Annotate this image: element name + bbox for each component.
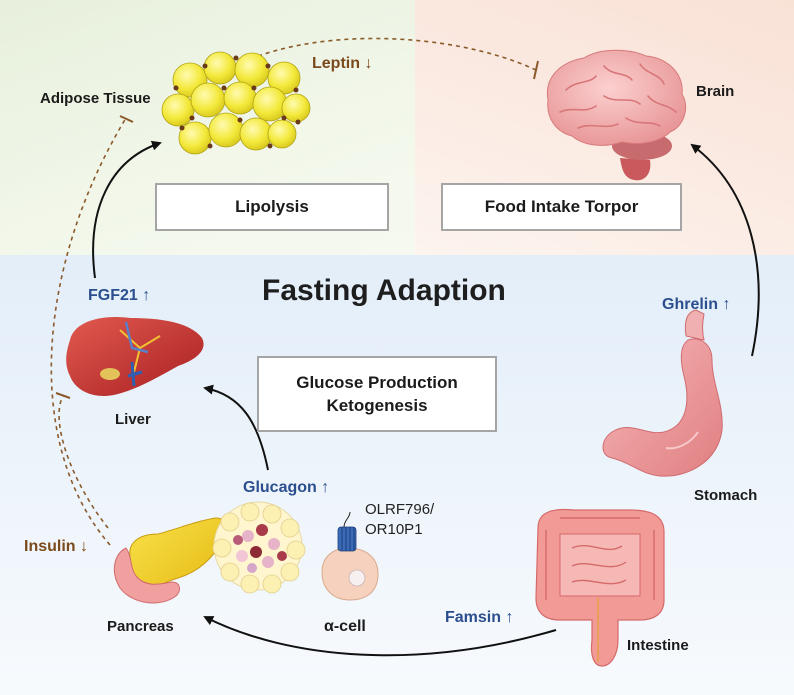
brain-label: Brain xyxy=(696,83,735,100)
receptor-line-2: OR10P1 xyxy=(365,521,423,538)
famsin-label: Famsin ↑ xyxy=(445,609,514,626)
liver-icon xyxy=(66,316,204,396)
fgf21-label: FGF21 ↑ xyxy=(88,287,151,304)
leptin-label: Leptin ↓ xyxy=(312,55,373,72)
food-intake-torpor-text: Food Intake Torpor xyxy=(484,197,639,216)
stomach-label: Stomach xyxy=(694,487,758,504)
alpha-cell-icon xyxy=(321,547,379,601)
glucose-production-box: Glucose Production Ketogenesis xyxy=(257,356,497,432)
receptor-label: OLRF796/ OR10P1 xyxy=(365,500,434,540)
adipose-tissue-label: Adipose Tissue xyxy=(40,90,151,107)
glucose-production-text: Glucose Production xyxy=(296,373,458,392)
intestine-icon xyxy=(535,508,665,667)
liver-label: Liver xyxy=(115,411,151,428)
stomach-icon xyxy=(602,309,723,477)
ghrelin-label: Ghrelin ↑ xyxy=(662,296,731,313)
adipocyte-cluster-icon xyxy=(161,51,311,155)
lipolysis-box: Lipolysis xyxy=(155,183,389,231)
inhibit-insulin-to-liver xyxy=(58,395,109,529)
diagram-title: Fasting Adaption xyxy=(262,274,506,307)
intestine-label: Intestine xyxy=(627,637,689,654)
brain-icon xyxy=(546,49,686,181)
arrow-famsin-to-pancreas xyxy=(203,616,557,657)
lipolysis-text: Lipolysis xyxy=(235,197,309,216)
food-intake-torpor-box: Food Intake Torpor xyxy=(441,183,682,231)
islet-icon xyxy=(212,501,306,594)
receptor-icon xyxy=(337,511,357,552)
arrow-fgf21-to-adipose xyxy=(92,140,162,279)
ketogenesis-text: Ketogenesis xyxy=(326,396,428,415)
arrow-glucagon-to-liver xyxy=(203,384,269,471)
receptor-line-1: OLRF796/ xyxy=(365,501,435,518)
inhibit-bar-adipose xyxy=(119,115,134,123)
pancreas-label: Pancreas xyxy=(107,618,174,635)
inhibit-bar-brain xyxy=(533,60,539,80)
alpha-cell-label: α-cell xyxy=(324,618,366,635)
inhibit-bar-liver xyxy=(55,392,71,399)
arrow-ghrelin-to-brain xyxy=(690,143,760,357)
inhibit-insulin-to-adipose xyxy=(50,117,127,546)
glucagon-label: Glucagon ↑ xyxy=(243,479,330,496)
insulin-label: Insulin ↓ xyxy=(24,538,88,555)
